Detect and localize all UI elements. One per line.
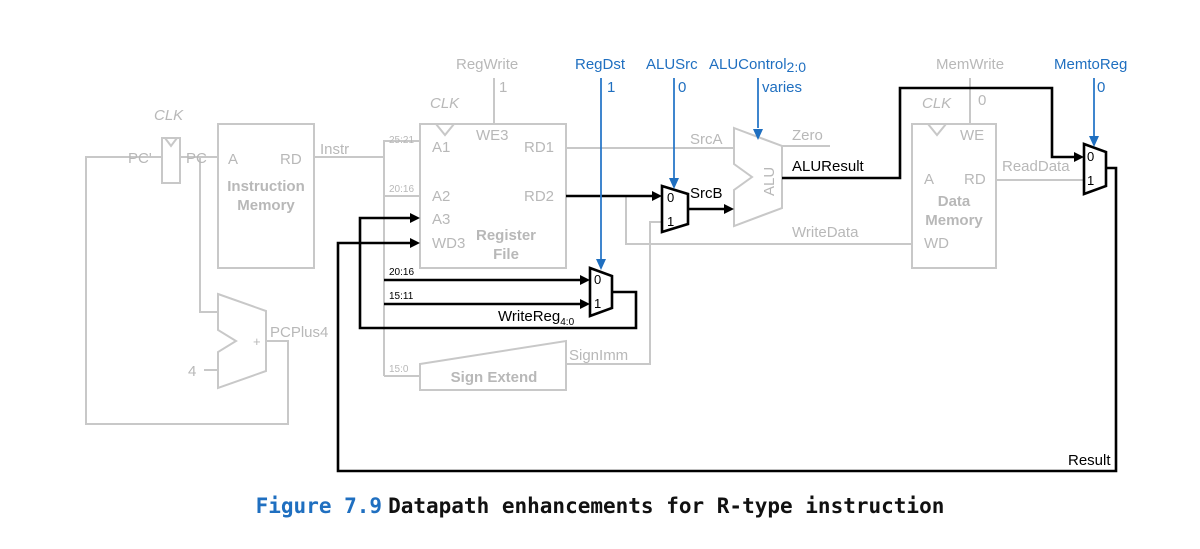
memwrite-name: MemWrite: [936, 56, 1004, 73]
signimm-label: SignImm: [569, 347, 628, 364]
rf-a3-label: A3: [432, 211, 450, 228]
writereg-label: WriteReg4:0: [498, 308, 575, 328]
memtoreg-mux-in1: 1: [1087, 173, 1094, 188]
regwrite-name: RegWrite: [456, 56, 518, 73]
rf-a2-label: A2: [432, 188, 450, 205]
memtoreg-mux: [1082, 142, 1108, 196]
alucontrol-name: ALUControl2:0: [709, 56, 806, 75]
adder-plus-label: +: [253, 334, 261, 349]
alusrc-value: 0: [678, 79, 686, 96]
rf-rd2-label: RD2: [524, 188, 554, 205]
instruction-memory: [217, 123, 315, 269]
readdata-label: ReadData: [1002, 158, 1070, 175]
zero-label: Zero: [792, 127, 823, 144]
dmem-title-2: Memory: [925, 212, 983, 229]
imem-rd-label: RD: [280, 151, 302, 168]
bits-20-16-active-label: 20:16: [389, 267, 414, 278]
memtoreg-name: MemtoReg: [1054, 56, 1127, 73]
register-file: [419, 123, 567, 269]
dmem-title-1: Data: [938, 193, 971, 210]
bits-15-0-label: 15:0: [389, 364, 409, 375]
inactive-wires: [85, 78, 1084, 425]
pcplus4-label: PCPlus4: [270, 324, 328, 341]
regdst-value: 1: [607, 79, 615, 96]
aluresult-label: ALUResult: [792, 158, 865, 175]
bits-15-11-label: 15:11: [389, 291, 414, 302]
memtoreg-mux-in0: 0: [1087, 149, 1094, 164]
regdst-mux-in1: 1: [594, 296, 601, 311]
dmem-wd-label: WD: [924, 235, 949, 252]
dmem-clk-label: CLK: [922, 95, 952, 112]
dmem-rd-label: RD: [964, 171, 986, 188]
pc-clk-label: CLK: [154, 107, 184, 124]
rf-title-1: Register: [476, 227, 536, 244]
memtoreg-value: 0: [1097, 79, 1105, 96]
pc-register: [161, 137, 181, 184]
control-lines: [596, 78, 1099, 270]
rf-title-2: File: [493, 246, 519, 263]
four-label: 4: [188, 363, 196, 380]
result-label: Result: [1068, 452, 1111, 469]
alu: [733, 126, 783, 228]
imem-a-label: A: [228, 151, 238, 168]
alusrc-mux-in0: 0: [667, 190, 674, 205]
srcb-label: SrcB: [690, 185, 723, 202]
regdst-name: RegDst: [575, 56, 626, 73]
instr-label: Instr: [320, 141, 349, 158]
alu-label: ALU: [761, 167, 778, 196]
rf-we3-label: WE3: [476, 127, 509, 144]
memwrite-value: 0: [978, 92, 986, 109]
imem-title-2: Memory: [237, 197, 295, 214]
rf-wd3-label: WD3: [432, 235, 465, 252]
alusrc-mux-in1: 1: [667, 214, 674, 229]
figure-number: Figure 7.9: [255, 494, 383, 518]
bits-25-21-label: 25:21: [389, 135, 414, 146]
regdst-mux: [588, 266, 614, 318]
dmem-a-label: A: [924, 171, 934, 188]
regdst-mux-in0: 0: [594, 272, 601, 287]
active-wires: [336, 86, 1118, 473]
figure-title: Datapath enhancements for R-type instruc…: [388, 494, 945, 518]
pc-adder: [217, 292, 267, 390]
rf-clk-label: CLK: [430, 95, 460, 112]
sign-extend-unit: [419, 339, 567, 391]
dmem-we-label: WE: [960, 127, 984, 144]
pc-prime-label: PC': [128, 150, 152, 167]
rf-a1-label: A1: [432, 139, 450, 156]
alusrc-name: ALUSrc: [646, 56, 698, 73]
bits-20-16-label: 20:16: [389, 184, 414, 195]
srca-label: SrcA: [690, 131, 723, 148]
pc-label: PC: [186, 150, 207, 167]
alusrc-mux: [660, 184, 690, 234]
regwrite-value: 1: [499, 79, 507, 96]
imem-title-1: Instruction: [227, 178, 305, 195]
data-memory: [911, 123, 997, 269]
sign-extend-label: Sign Extend: [451, 369, 538, 386]
alucontrol-value: varies: [762, 79, 802, 96]
rf-rd1-label: RD1: [524, 139, 554, 156]
writedata-label: WriteData: [792, 224, 859, 241]
